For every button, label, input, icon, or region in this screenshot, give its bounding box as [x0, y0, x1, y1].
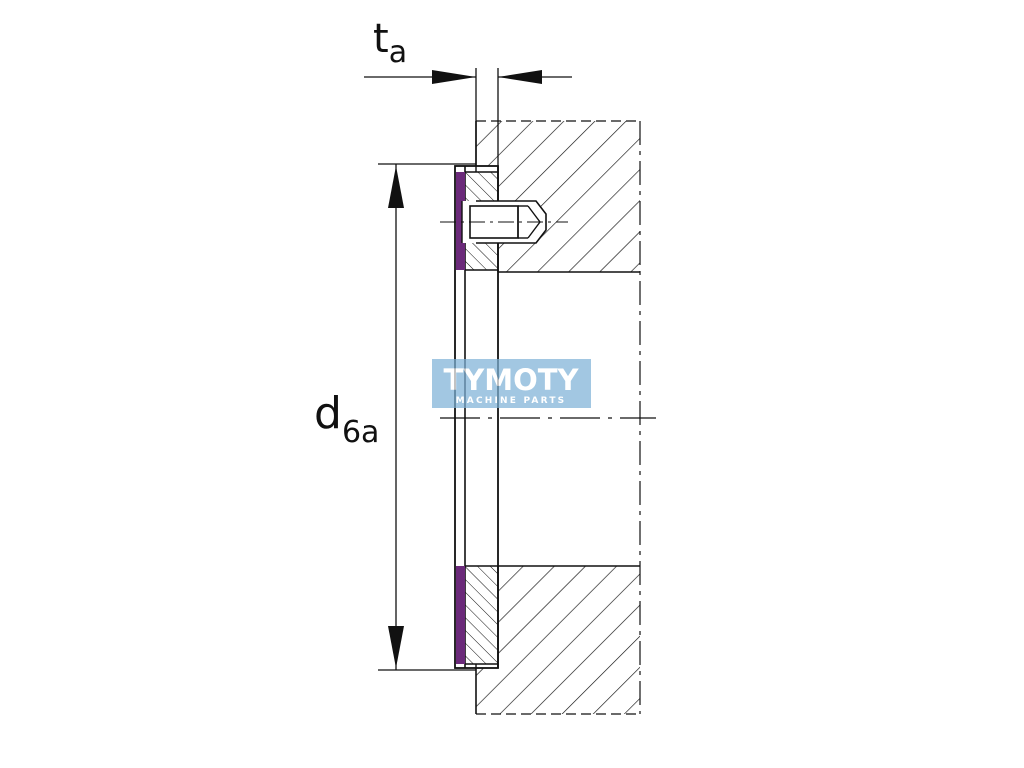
- watermark-tagline: MACHINE PARTS: [456, 396, 567, 406]
- watermark: TYMOTY MACHINE PARTS: [432, 359, 591, 408]
- watermark-box: [432, 359, 591, 408]
- seal-strip: [456, 172, 465, 664]
- arrowhead-left: [432, 70, 476, 84]
- dimension-thickness: ta: [364, 16, 572, 166]
- fastener: [440, 200, 568, 244]
- diameter-symbol: d: [314, 388, 342, 439]
- thickness-subscript: a: [389, 35, 407, 70]
- watermark-brand: TYMOTY: [443, 363, 579, 397]
- thickness-symbol: t: [373, 16, 389, 62]
- diameter-subscript: 6a: [342, 415, 379, 450]
- arrowhead-top: [388, 166, 404, 208]
- diameter-label: d6a: [314, 388, 379, 450]
- arrowhead-bottom: [388, 626, 404, 668]
- dimension-diameter: d6a: [314, 163, 476, 671]
- thickness-label: ta: [373, 16, 407, 70]
- arrowhead-right: [498, 70, 542, 84]
